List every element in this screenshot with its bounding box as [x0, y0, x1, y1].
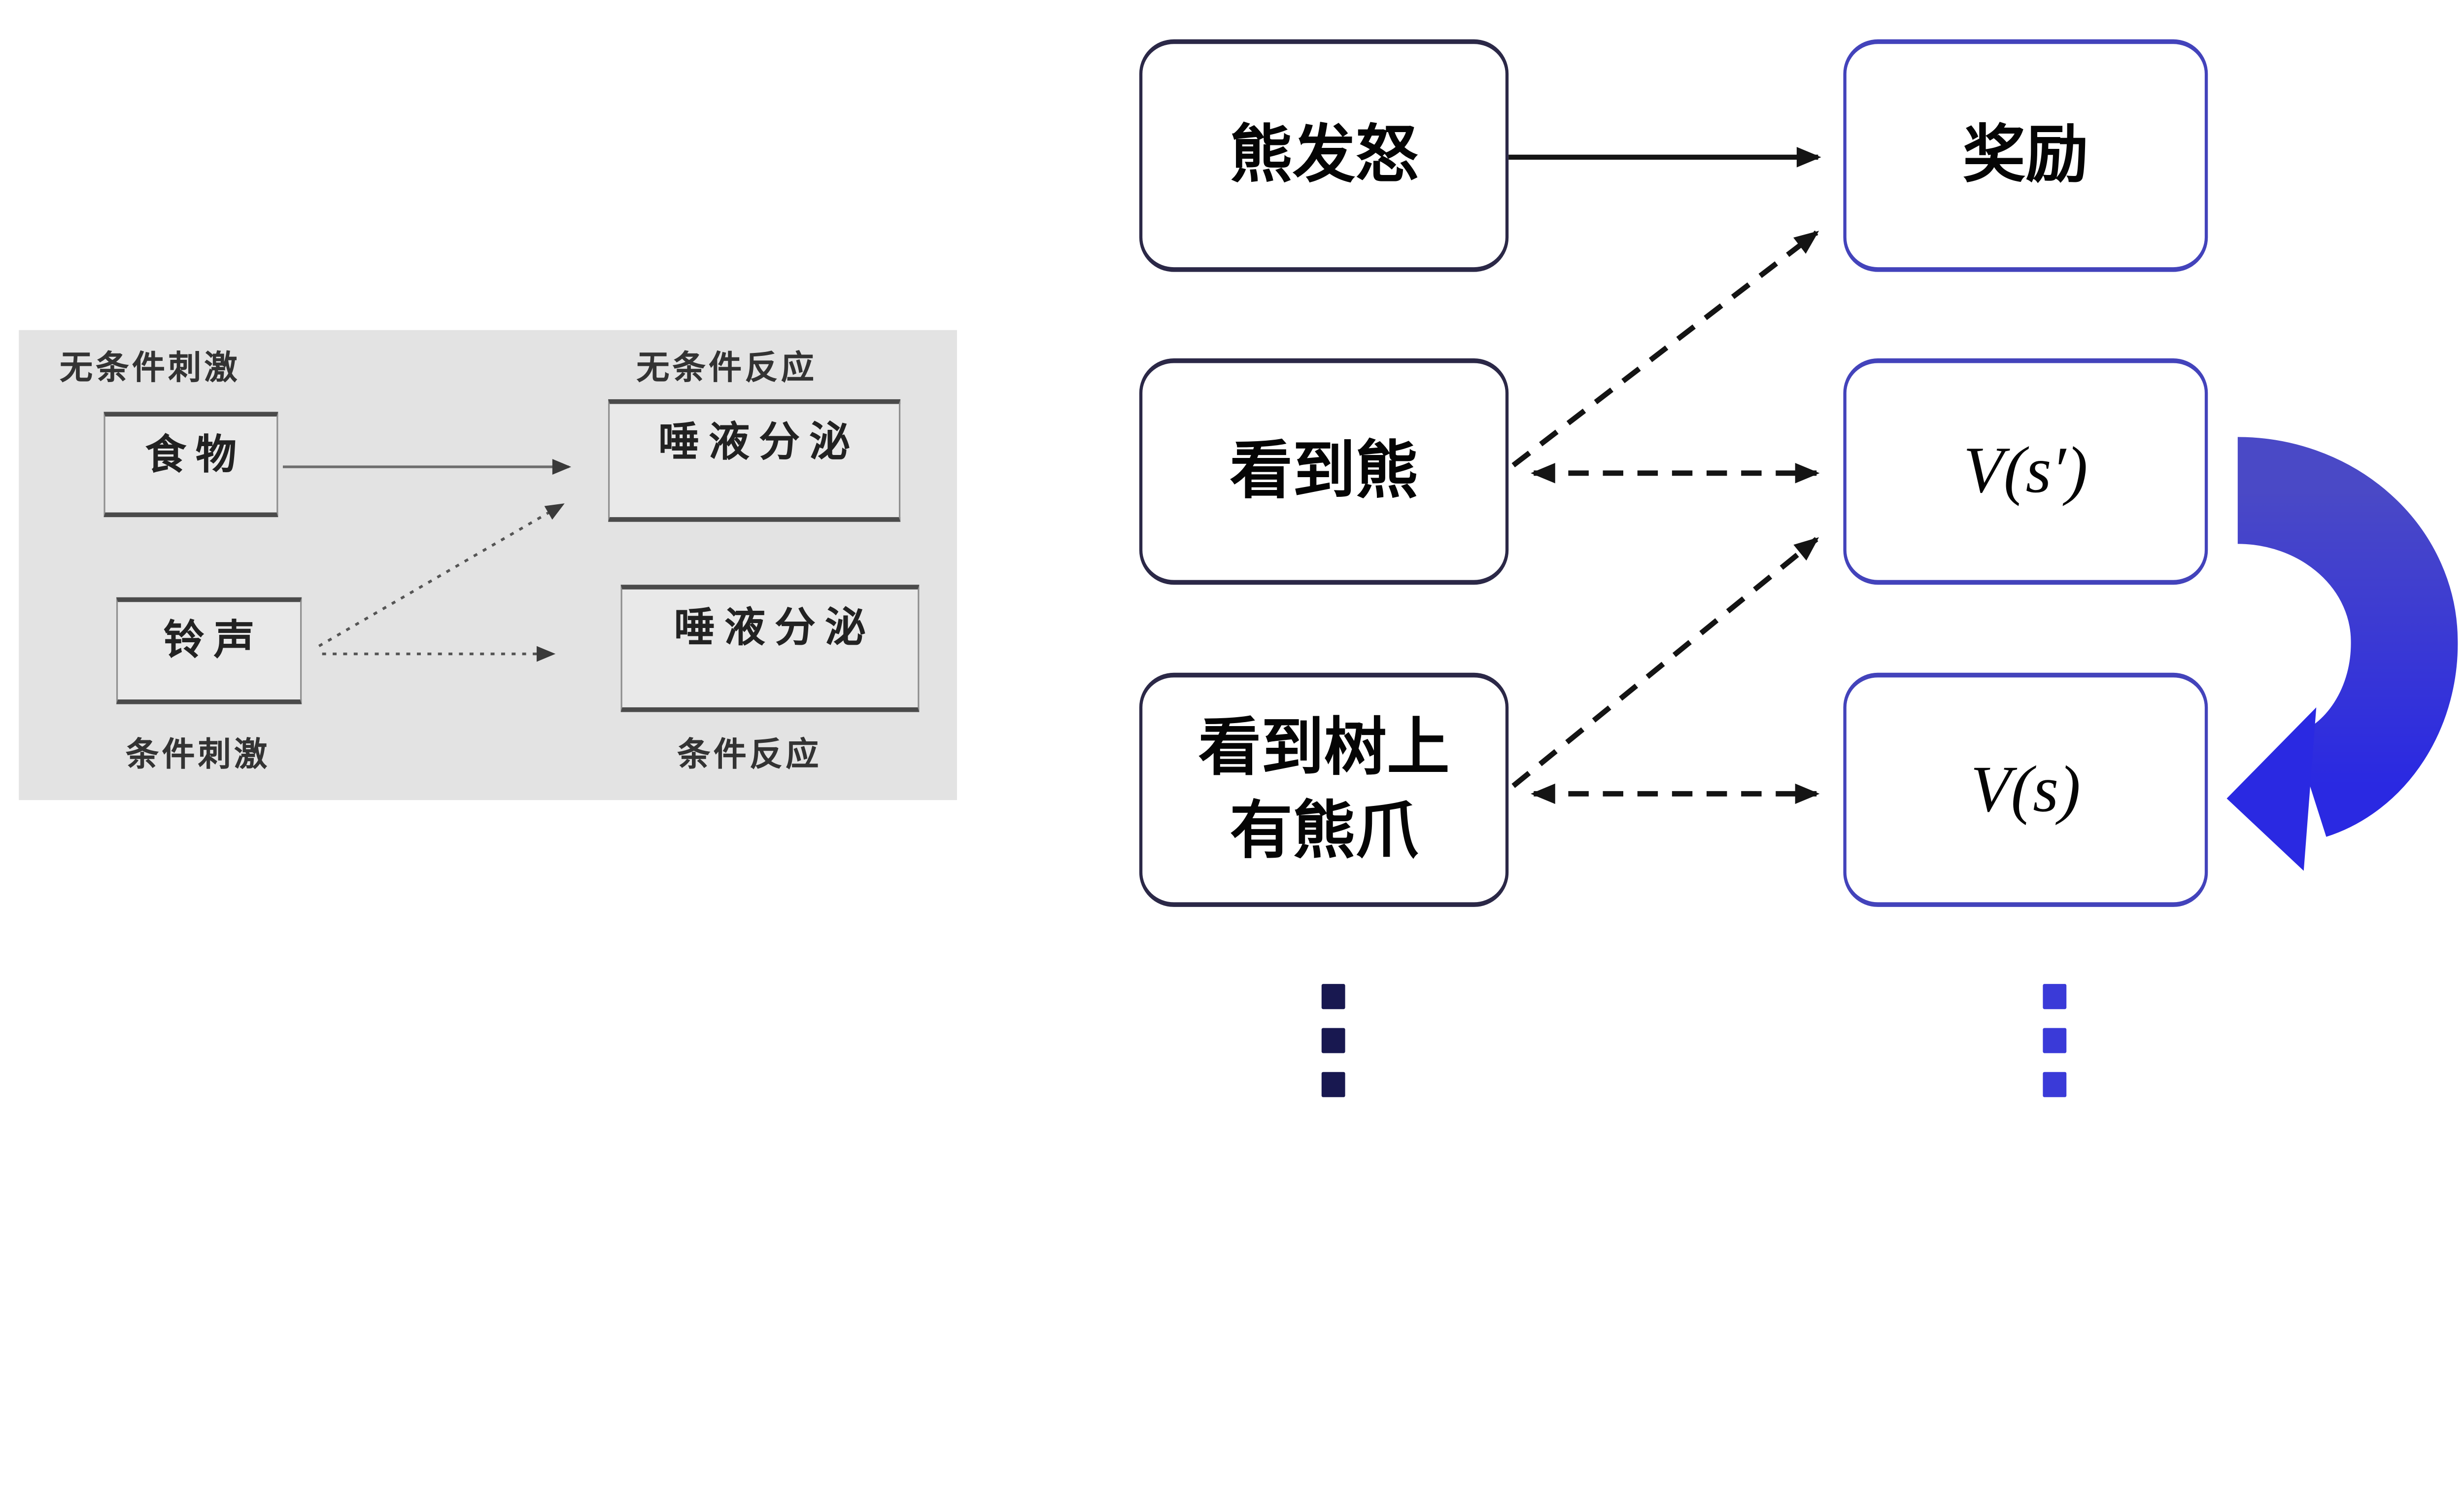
state-node-see-bear-claw: 看到树上 有熊爪 — [1139, 672, 1509, 907]
arrow-see-claw-to-v-s-prime-dashed — [1511, 537, 1819, 788]
ellipsis-dash — [2043, 984, 2067, 1010]
ellipsis-dash — [1321, 984, 1345, 1010]
state-node-see-bear-claw-label-line1: 看到树上 — [1198, 711, 1450, 783]
state-node-see-bear: 看到熊 — [1139, 358, 1509, 585]
value-node-v-s-prime: V(s′) — [1843, 358, 2208, 585]
label-unconditioned-stimulus: 无条件刺激 — [60, 350, 240, 387]
node-food-label: 食物 — [145, 430, 246, 478]
label-unconditioned-response: 无条件反应 — [636, 350, 818, 387]
state-node-see-bear-claw-label-line2: 有熊爪 — [1230, 794, 1418, 866]
node-saliva-top-label: 唾液分泌 — [658, 418, 860, 465]
node-bell-label: 铃声 — [163, 616, 264, 663]
ribbon-loop-arrowhead — [2226, 707, 2317, 871]
ellipsis-dash — [1321, 1072, 1345, 1097]
ellipsis-dots-left — [1321, 984, 1345, 1116]
ellipsis-dots-right — [2043, 984, 2067, 1116]
state-node-see-bear-label: 看到熊 — [1230, 434, 1418, 506]
value-node-v-s: V(s) — [1843, 672, 2208, 907]
node-food: 食物 — [103, 412, 278, 518]
ellipsis-dash — [2043, 1072, 2067, 1097]
ribbon-loop-band — [2237, 437, 2458, 837]
value-node-v-s-label: V(s) — [1970, 754, 2081, 826]
node-bell: 铃声 — [116, 597, 302, 704]
node-saliva-bottom: 唾液分泌 — [620, 585, 920, 712]
label-conditioned-response: 条件反应 — [677, 737, 822, 773]
ellipsis-dash — [2043, 1028, 2067, 1053]
node-saliva-top: 唾液分泌 — [608, 399, 901, 522]
value-node-reward-label: 奖励 — [1962, 119, 2088, 190]
ribbon-loop-arrow — [2226, 437, 2458, 871]
value-node-reward: 奖励 — [1843, 39, 2208, 272]
label-conditioned-stimulus: 条件刺激 — [126, 737, 271, 773]
ellipsis-dash — [1321, 1028, 1345, 1053]
value-node-v-s-prime-label: V(s′) — [1963, 435, 2088, 508]
node-saliva-bottom-label: 唾液分泌 — [674, 603, 876, 651]
arrow-see-bear-to-reward-dashed — [1511, 230, 1819, 468]
figure-canvas: 无条件刺激 无条件反应 食物 唾液分泌 铃声 唾液分泌 条件刺激 条件反应 熊发… — [19, 39, 2458, 1116]
pavlov-panel: 无条件刺激 无条件反应 食物 唾液分泌 铃声 唾液分泌 条件刺激 条件反应 — [19, 330, 957, 801]
state-node-bear-angry: 熊发怒 — [1139, 39, 1509, 272]
state-node-bear-angry-label: 熊发怒 — [1230, 119, 1418, 190]
